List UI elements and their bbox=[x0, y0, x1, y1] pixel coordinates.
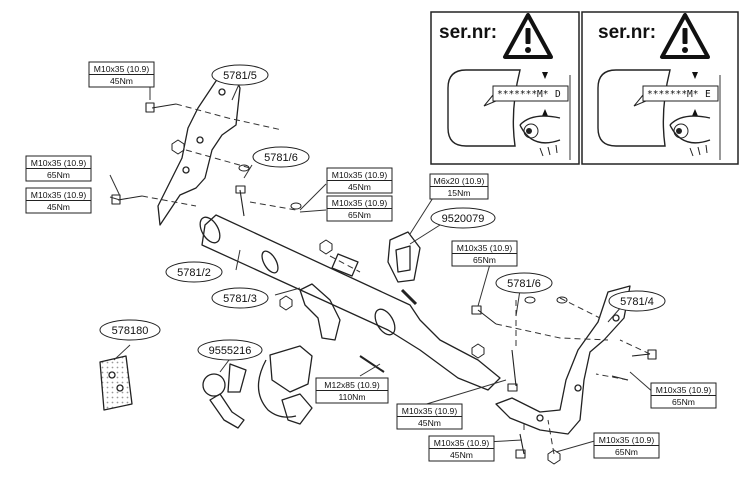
part-label-9520079: 9520079 bbox=[430, 207, 496, 229]
bolt-spec-box: M12x85 (10.9) 110Nm bbox=[315, 377, 389, 404]
electrical-module bbox=[387, 231, 421, 283]
part-label-5781-5: 5781/5 bbox=[211, 64, 269, 86]
svg-text:5781/2: 5781/2 bbox=[177, 267, 211, 279]
eye-icon bbox=[669, 115, 711, 157]
svg-text:45Nm: 45Nm bbox=[110, 76, 133, 86]
warning-panel-e: ser.nr: *******M* E bbox=[581, 11, 739, 165]
socket-mount-plate bbox=[99, 355, 133, 411]
svg-text:578180: 578180 bbox=[112, 325, 149, 337]
svg-text:45Nm: 45Nm bbox=[418, 418, 441, 428]
svg-text:65Nm: 65Nm bbox=[47, 170, 70, 180]
part-label-9555216: 9555216 bbox=[197, 339, 263, 361]
svg-text:5781/6: 5781/6 bbox=[264, 152, 298, 164]
svg-text:65Nm: 65Nm bbox=[672, 397, 695, 407]
bolt-spec-box: M10x35 (10.9) 65Nm bbox=[451, 240, 518, 267]
svg-text:65Nm: 65Nm bbox=[473, 255, 496, 265]
serial-suffix: D bbox=[555, 89, 561, 100]
bolt-spec-box: M10x35 (10.9) 45Nm bbox=[25, 187, 92, 214]
svg-text:15Nm: 15Nm bbox=[448, 188, 471, 198]
svg-text:M10x35 (10.9): M10x35 (10.9) bbox=[31, 190, 87, 200]
svg-text:M6x20 (10.9): M6x20 (10.9) bbox=[434, 176, 485, 186]
svg-text:M10x35 (10.9): M10x35 (10.9) bbox=[457, 243, 513, 253]
bolt-spec-box: M10x35 (10.9) 45Nm bbox=[396, 403, 463, 430]
svg-text:M10x35 (10.9): M10x35 (10.9) bbox=[31, 158, 87, 168]
warning-panel-d: ser.nr: *******M* D bbox=[430, 11, 580, 165]
serial-code: *******M* bbox=[647, 89, 698, 100]
svg-text:5781/3: 5781/3 bbox=[223, 293, 257, 305]
part-label-5781-3: 5781/3 bbox=[211, 287, 269, 309]
bolt-spec-box: M6x20 (10.9) 15Nm bbox=[429, 173, 489, 200]
svg-text:5781/6: 5781/6 bbox=[507, 278, 541, 290]
crossbar-tube bbox=[201, 214, 501, 391]
part-label-5781-6: 5781/6 bbox=[252, 146, 310, 168]
part-label-5781-2: 5781/2 bbox=[165, 261, 223, 283]
svg-text:M10x35 (10.9): M10x35 (10.9) bbox=[332, 198, 388, 208]
bolt-spec-box: M10x35 (10.9) 65Nm bbox=[593, 432, 660, 459]
tow-ball bbox=[202, 363, 247, 429]
bolt-spec-box: M10x35 (10.9) 45Nm bbox=[88, 61, 155, 88]
bolt-spec-box: M10x35 (10.9) 45Nm bbox=[326, 167, 393, 194]
part-label-5781-6: 5781/6 bbox=[495, 272, 553, 294]
svg-text:M10x35 (10.9): M10x35 (10.9) bbox=[434, 438, 490, 448]
svg-text:M10x35 (10.9): M10x35 (10.9) bbox=[332, 170, 388, 180]
svg-text:5781/4: 5781/4 bbox=[620, 296, 654, 308]
svg-text:65Nm: 65Nm bbox=[348, 210, 371, 220]
svg-text:M12x85 (10.9): M12x85 (10.9) bbox=[324, 380, 380, 390]
svg-text:65Nm: 65Nm bbox=[615, 447, 638, 457]
svg-text:M10x35 (10.9): M10x35 (10.9) bbox=[402, 406, 458, 416]
bolt-spec-box: M10x35 (10.9) 65Nm bbox=[25, 155, 92, 182]
wiring-harness bbox=[257, 345, 313, 425]
warning-triangle-icon bbox=[660, 13, 710, 59]
ser-nr-heading: ser.nr: bbox=[598, 22, 656, 43]
svg-text:M10x35 (10.9): M10x35 (10.9) bbox=[599, 435, 655, 445]
serial-code: *******M* bbox=[497, 89, 548, 100]
left-side-bracket bbox=[157, 71, 241, 226]
part-label-5781-4: 5781/4 bbox=[608, 290, 666, 312]
svg-text:9520079: 9520079 bbox=[442, 213, 485, 225]
bolt-spec-box: M10x35 (10.9) 65Nm bbox=[326, 195, 393, 222]
serial-suffix: E bbox=[705, 89, 711, 100]
svg-text:45Nm: 45Nm bbox=[348, 182, 371, 192]
svg-text:M10x35 (10.9): M10x35 (10.9) bbox=[94, 64, 150, 74]
parts-drawing bbox=[99, 71, 657, 465]
svg-text:5781/5: 5781/5 bbox=[223, 70, 257, 82]
warning-triangle-icon bbox=[503, 13, 553, 59]
right-side-bracket bbox=[495, 285, 631, 435]
eye-icon bbox=[519, 115, 561, 157]
svg-text:9555216: 9555216 bbox=[209, 345, 252, 357]
assembly-guide-lines bbox=[141, 103, 651, 455]
svg-text:110Nm: 110Nm bbox=[338, 392, 365, 402]
ser-nr-heading: ser.nr: bbox=[439, 22, 497, 43]
svg-text:45Nm: 45Nm bbox=[47, 202, 70, 212]
part-label-578180: 578180 bbox=[99, 319, 161, 341]
center-bracket bbox=[299, 283, 341, 341]
svg-text:M10x35 (10.9): M10x35 (10.9) bbox=[656, 385, 712, 395]
bolt-spec-box: M10x35 (10.9) 65Nm bbox=[650, 382, 717, 409]
bolt-spec-box: M10x35 (10.9) 45Nm bbox=[428, 435, 495, 462]
svg-text:45Nm: 45Nm bbox=[450, 450, 473, 460]
